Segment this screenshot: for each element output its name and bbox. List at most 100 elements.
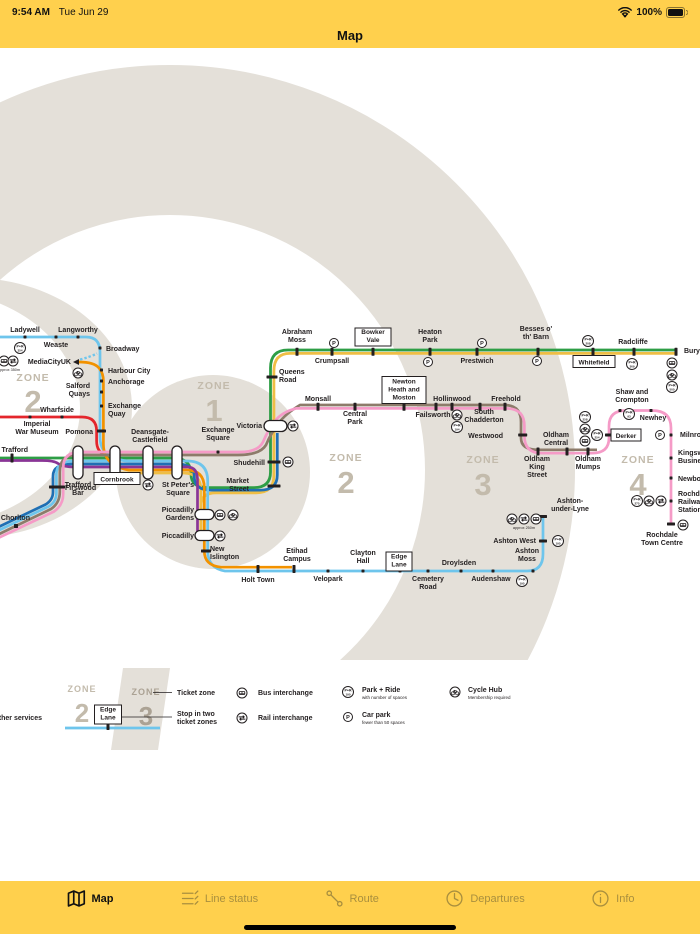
station-dot xyxy=(267,460,281,464)
station-label: MediaCityUK xyxy=(28,359,71,366)
station-label: Salford xyxy=(66,383,90,390)
station-box xyxy=(354,327,392,347)
station-label: Kingsway xyxy=(678,450,700,457)
station-box xyxy=(381,376,427,404)
station-label: approx 350m xyxy=(0,368,20,372)
svg-text:190: 190 xyxy=(345,693,350,697)
station-label: Newbold xyxy=(678,476,700,483)
station-label: Central xyxy=(544,440,568,447)
station-dot xyxy=(649,409,653,412)
svg-text:208: 208 xyxy=(585,342,590,346)
svg-text:354: 354 xyxy=(17,349,22,353)
tab-info[interactable]: Info xyxy=(590,888,635,909)
svg-text:93: 93 xyxy=(627,415,631,419)
station-label: Chorlton xyxy=(1,515,30,522)
legend-zone-blob xyxy=(111,668,170,750)
station-label: Car park xyxy=(362,712,391,719)
rail-icon xyxy=(287,420,299,432)
svg-text:P: P xyxy=(332,341,336,347)
mediacity-spur-dotted xyxy=(79,352,98,361)
station-label: Clayton xyxy=(350,550,376,557)
pr-icon: P+R93 xyxy=(623,408,635,420)
wifi-icon xyxy=(618,6,633,18)
station-dot xyxy=(361,569,365,573)
station-dot xyxy=(256,565,260,573)
home-indicator xyxy=(244,925,456,930)
station-label: Central xyxy=(343,411,367,418)
station-label: Freehold xyxy=(491,396,521,403)
station-dot xyxy=(216,450,220,454)
station-box-label: Moston xyxy=(392,395,415,402)
station-label: Moss xyxy=(518,556,536,563)
tab-label: Departures xyxy=(470,892,525,905)
p-icon: P xyxy=(477,338,487,348)
zone-word: ZONE xyxy=(16,372,49,384)
station-dot xyxy=(632,347,636,356)
station-label: Moss xyxy=(288,337,306,344)
p-icon: P xyxy=(343,712,353,722)
zone-word: ZONE xyxy=(197,380,230,392)
station-label: Westwood xyxy=(468,433,503,440)
tab-line-status[interactable]: Line status xyxy=(179,888,258,909)
station-dot xyxy=(450,402,454,411)
station-label: Audenshaw xyxy=(471,576,511,583)
station-dot xyxy=(330,347,334,356)
station-label: Other services xyxy=(0,715,42,722)
tab-map[interactable]: Map xyxy=(65,888,113,909)
station-label: with number of spaces xyxy=(362,695,408,700)
tab-route[interactable]: Route xyxy=(324,888,379,909)
station-label: Trafford xyxy=(2,447,28,454)
station-box-label: Heath and xyxy=(388,387,419,394)
station-label: Oldham xyxy=(575,456,601,463)
station-label: Langworthy xyxy=(58,327,98,334)
station-label: approx 250m xyxy=(513,526,535,530)
station-label: Wharfside xyxy=(40,407,74,414)
station-label: Radcliffe xyxy=(618,339,648,346)
station-box-label: Lane xyxy=(100,715,116,722)
tab-departures[interactable]: Departures xyxy=(444,888,525,909)
bus-icon xyxy=(236,687,248,699)
status-time: 9:54 AM xyxy=(12,6,50,18)
svg-text:P: P xyxy=(346,715,350,721)
station-label: Street xyxy=(527,472,548,479)
station-box-label: Bowker xyxy=(361,329,385,336)
tri-icon xyxy=(73,359,79,365)
zone-number: 1 xyxy=(205,393,222,428)
station-dot xyxy=(478,402,482,411)
station-label: Holt Town xyxy=(241,577,274,584)
station-box-label: Edge xyxy=(100,707,116,714)
station-label: Hall xyxy=(357,558,370,565)
bus-icon xyxy=(282,456,294,468)
rail-icon xyxy=(214,530,226,542)
interchange-capsule xyxy=(194,529,215,542)
station-dot xyxy=(539,539,547,543)
svg-text:194: 194 xyxy=(454,428,459,432)
station-dot xyxy=(475,347,479,356)
station-dot xyxy=(669,433,673,437)
info-icon xyxy=(592,890,609,907)
trafford-park-line xyxy=(0,415,114,459)
svg-text:P+R: P+R xyxy=(518,578,525,582)
tab-label: Info xyxy=(616,892,635,905)
station-dot xyxy=(536,347,540,356)
station-label: Broadway xyxy=(106,346,140,353)
station-dot xyxy=(97,429,106,433)
svg-text:P+R: P+R xyxy=(344,689,351,693)
station-label: Piccadilly xyxy=(162,533,194,540)
station-label: Bus interchange xyxy=(258,690,313,697)
station-dot xyxy=(565,447,569,456)
station-box xyxy=(572,355,616,368)
station-dot xyxy=(100,404,103,408)
station-dot xyxy=(316,402,320,411)
station-label: Cycle Hub xyxy=(468,687,502,694)
battery-percent: 100% xyxy=(636,6,662,18)
p-icon: P xyxy=(532,356,542,366)
station-dot xyxy=(98,346,102,350)
station-label: Weaste xyxy=(44,342,68,349)
station-dot xyxy=(669,476,673,480)
station-label: Rochdale xyxy=(678,491,700,498)
